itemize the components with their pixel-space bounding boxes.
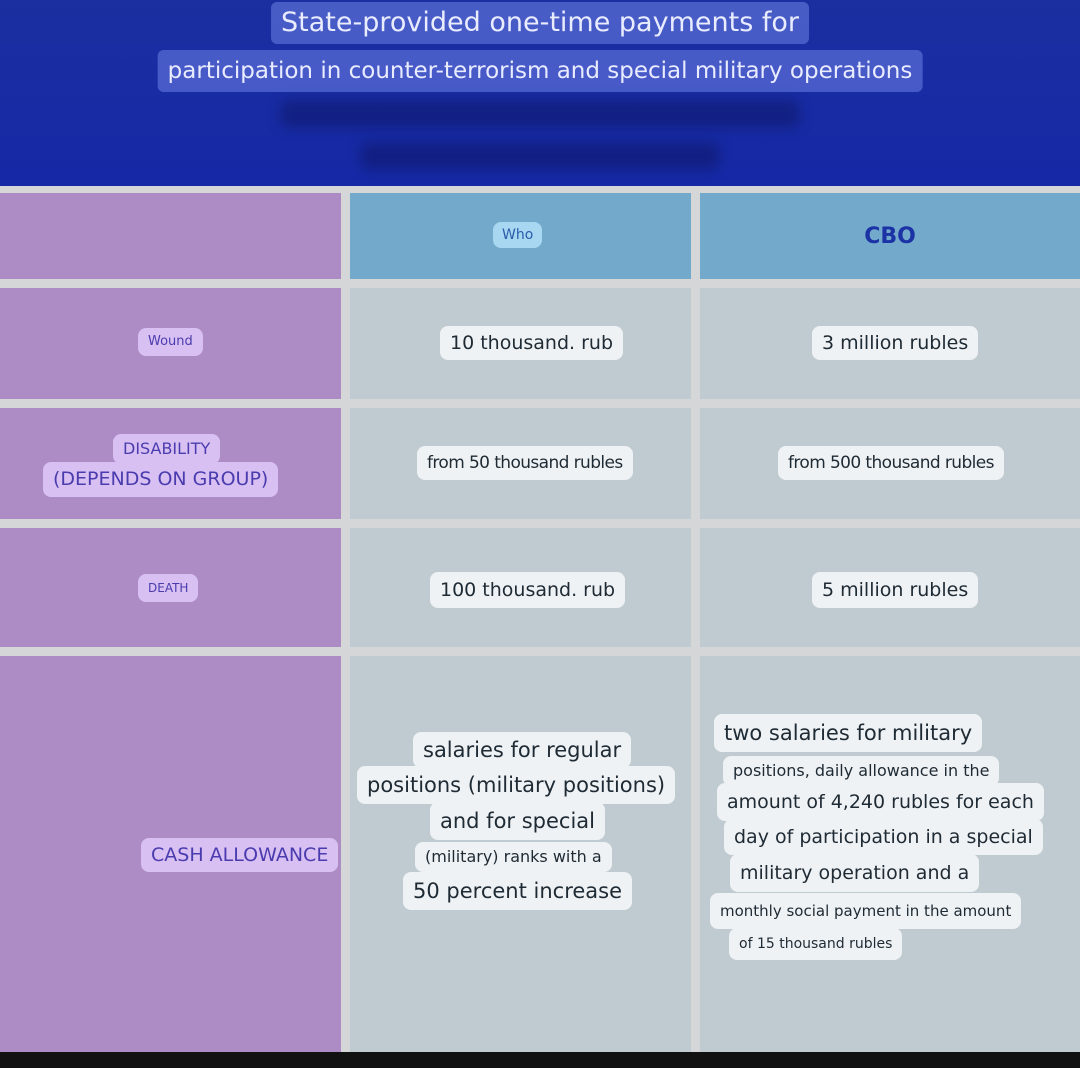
cash-cbo-line-3: amount of 4,240 rubles for each: [717, 783, 1044, 821]
cash-cbo-line-4: day of participation in a special: [724, 819, 1043, 855]
row-label-disability-cell: DISABILITY (DEPENDS ON GROUP): [0, 408, 341, 519]
row-label-wound: Wound: [138, 328, 203, 356]
cash-cbo-line-2: positions, daily allowance in the: [723, 756, 1000, 786]
cash-cbo-line-5: military operation and a: [730, 854, 980, 892]
blurred-text-decoration: [280, 100, 800, 128]
disability-who-value: from 50 thousand rubles: [417, 446, 633, 480]
wound-who-value: 10 thousand. rub: [440, 326, 624, 360]
cash-who-line-3: and for special: [430, 802, 606, 840]
payments-table: Who CBO Wound 10 thousand. rub 3 million…: [0, 186, 1080, 1052]
death-cbo-value: 5 million rubles: [812, 572, 979, 608]
header-who-cell: Who: [350, 193, 691, 279]
row-label-cash-cell: CASH ALLOWANCE: [0, 656, 341, 1052]
wound-cbo-value: 3 million rubles: [812, 326, 979, 360]
cash-who-line-5: 50 percent increase: [403, 872, 633, 910]
title-banner: State-provided one-time payments for par…: [0, 0, 1080, 186]
cash-who-line-1: salaries for regular: [413, 732, 632, 768]
disability-who-cell: from 50 thousand rubles: [350, 408, 691, 519]
death-cbo-cell: 5 million rubles: [700, 528, 1080, 647]
title-line-1: State-provided one-time payments for: [271, 2, 809, 44]
row-label-death: DEATH: [138, 574, 199, 602]
row-label-death-cell: DEATH: [0, 528, 341, 647]
cash-who-cell: salaries for regular positions (military…: [350, 656, 691, 1052]
row-label-cash-allowance: CASH ALLOWANCE: [141, 838, 339, 872]
row-label-disability: DISABILITY: [113, 434, 221, 464]
header-cbo-cell: CBO: [700, 193, 1080, 279]
cash-cbo-cell: two salaries for military positions, dai…: [700, 656, 1080, 1052]
cash-cbo-line-6: monthly social payment in the amount: [710, 893, 1022, 929]
header-who: Who: [493, 222, 543, 248]
disability-cbo-value: from 500 thousand rubles: [778, 446, 1004, 480]
wound-cbo-cell: 3 million rubles: [700, 288, 1080, 399]
cash-who-line-4: (military) ranks with a: [415, 842, 612, 872]
header-cbo: CBO: [864, 224, 916, 249]
death-who-value: 100 thousand. rub: [430, 572, 626, 608]
cash-cbo-line-1: two salaries for military: [714, 714, 983, 752]
header-label-cell: [0, 193, 341, 279]
row-label-wound-cell: Wound: [0, 288, 341, 399]
wound-who-cell: 10 thousand. rub: [350, 288, 691, 399]
cash-who-line-2: positions (military positions): [357, 766, 676, 804]
title-line-2: participation in counter-terrorism and s…: [157, 50, 923, 92]
cash-cbo-line-7: of 15 thousand rubles: [729, 928, 903, 960]
row-label-disability-group: (DEPENDS ON GROUP): [43, 462, 279, 497]
death-who-cell: 100 thousand. rub: [350, 528, 691, 647]
bottom-bar: [0, 1052, 1080, 1068]
blurred-text-decoration-2: [360, 142, 720, 170]
disability-cbo-cell: from 500 thousand rubles: [700, 408, 1080, 519]
